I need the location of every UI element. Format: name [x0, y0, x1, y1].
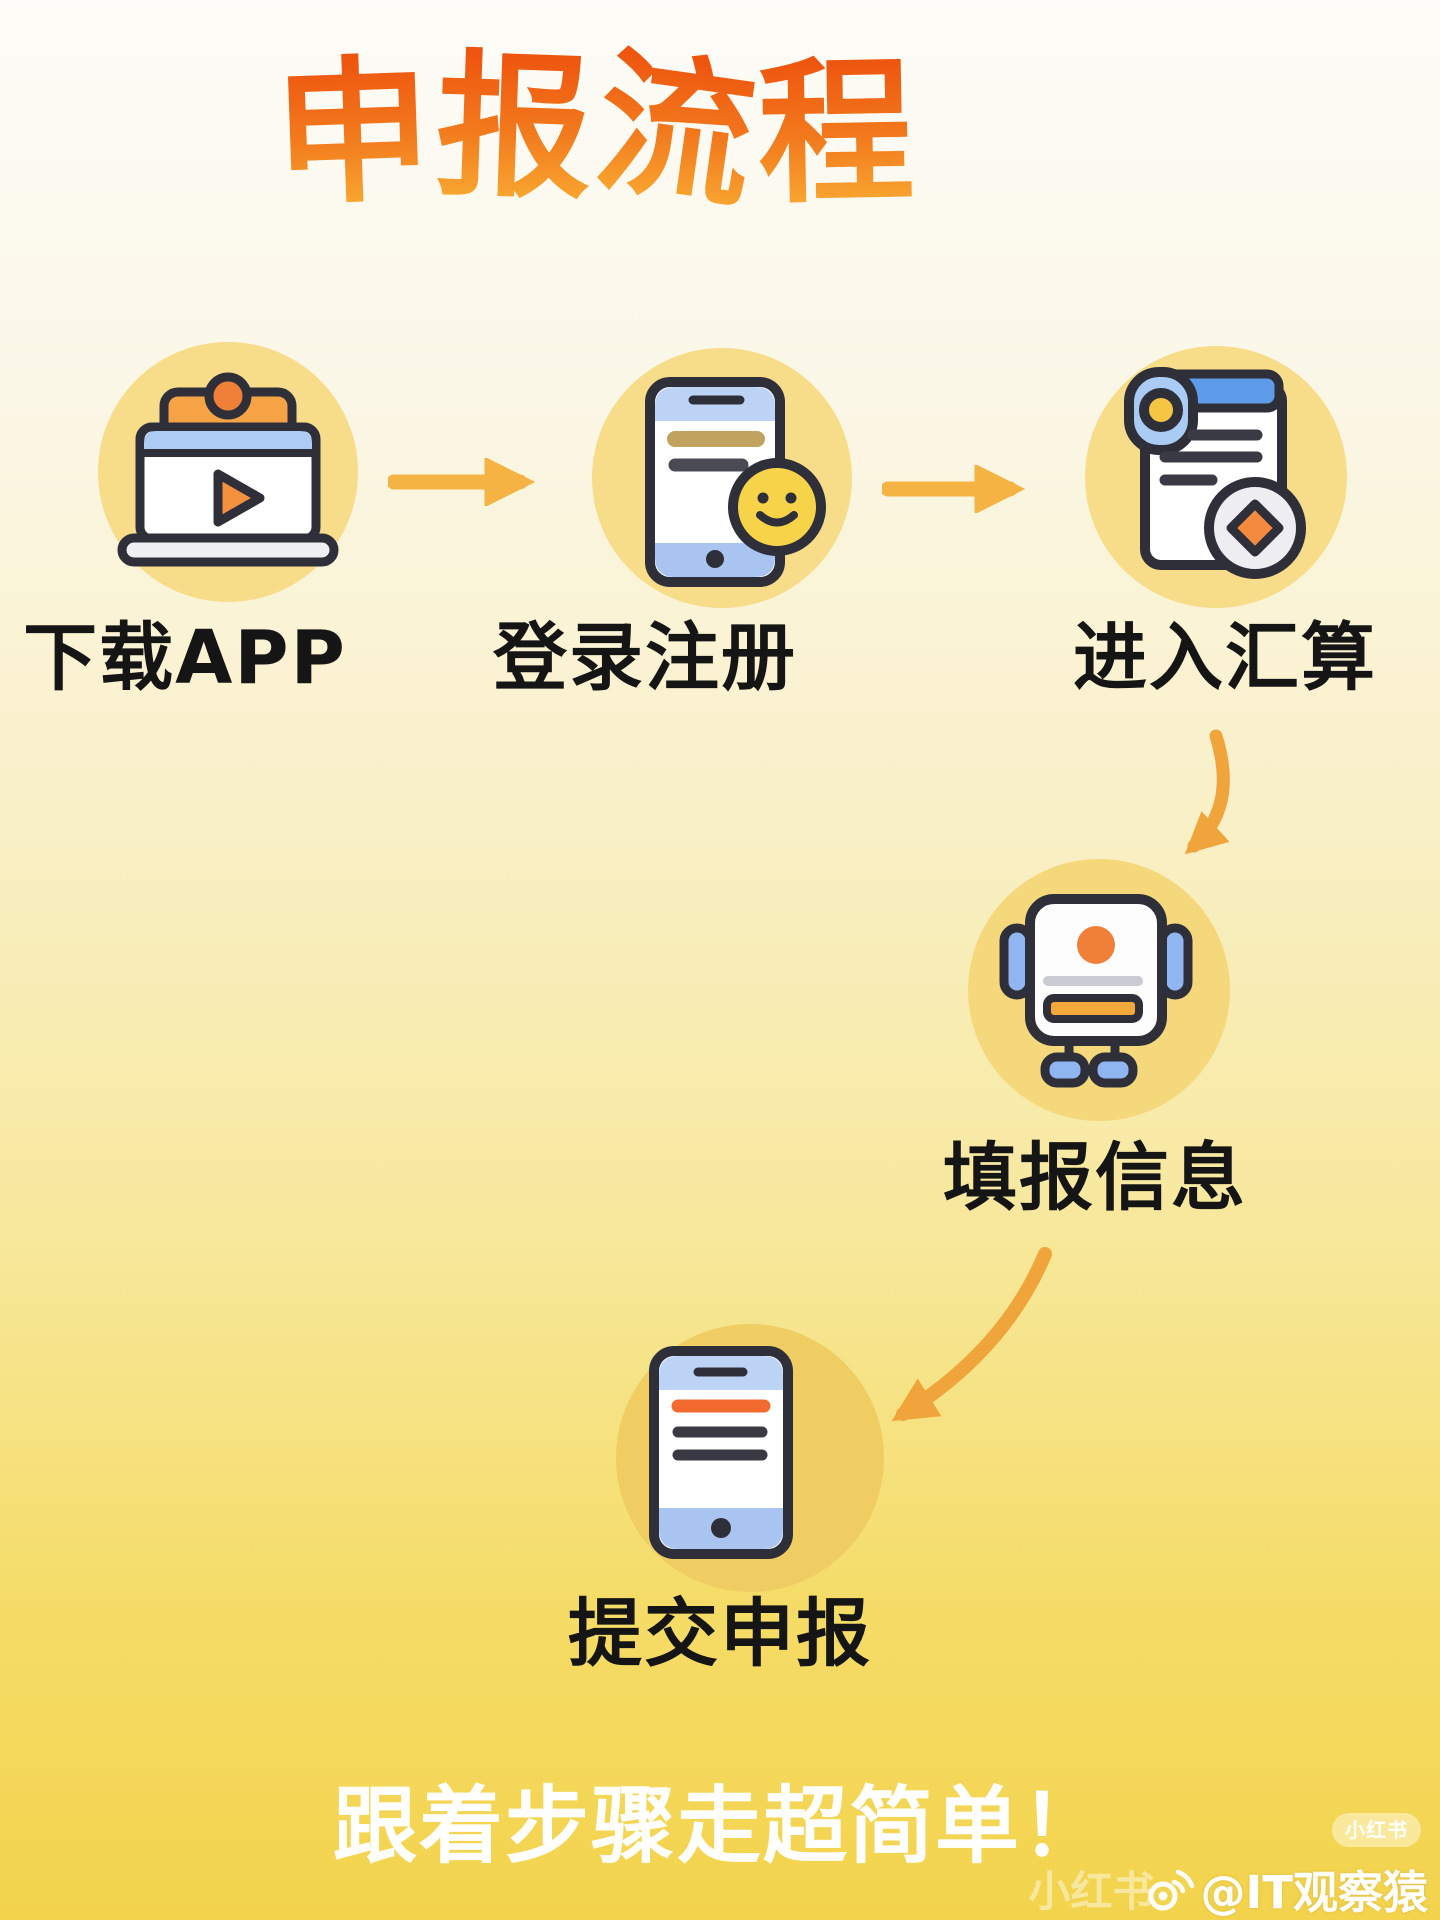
step-label-login-register: 登录注册 — [493, 615, 797, 701]
author-watermark: 小红书 @IT观察猿 — [1029, 1856, 1428, 1920]
phone-smiley-icon — [592, 348, 852, 608]
arrow-step2-to-step3 — [882, 465, 1026, 513]
phone-submit-icon — [616, 1324, 884, 1592]
step-label-fill-info: 填报信息 — [943, 1135, 1247, 1221]
arrow-step4-to-step5 — [891, 1247, 1052, 1422]
arrow-step3-to-step4 — [1184, 729, 1230, 855]
step-label-submit-declaration: 提交申报 — [568, 1591, 872, 1677]
smiley-face — [728, 458, 826, 556]
arrow-step1-to-step2 — [388, 458, 536, 506]
robot-icon — [968, 859, 1230, 1121]
weibo-icon — [1148, 1869, 1194, 1910]
step-label-download-app: 下载APP — [23, 615, 347, 701]
laptop-video-icon — [98, 342, 358, 602]
document-coin-icon — [1085, 346, 1347, 608]
faint-platform-watermark: 小红书 — [1028, 1867, 1155, 1916]
page-title: 申报流程 — [271, 29, 921, 233]
footer-tagline: 跟着步骤走超简单！ — [332, 1777, 1107, 1875]
robot-eye — [1077, 926, 1115, 964]
author-handle: @IT观察猿 — [1200, 1866, 1428, 1919]
xiaohongshu-badge: 小红书 — [1332, 1813, 1421, 1847]
step-label-enter-settlement: 进入汇算 — [1073, 615, 1377, 701]
